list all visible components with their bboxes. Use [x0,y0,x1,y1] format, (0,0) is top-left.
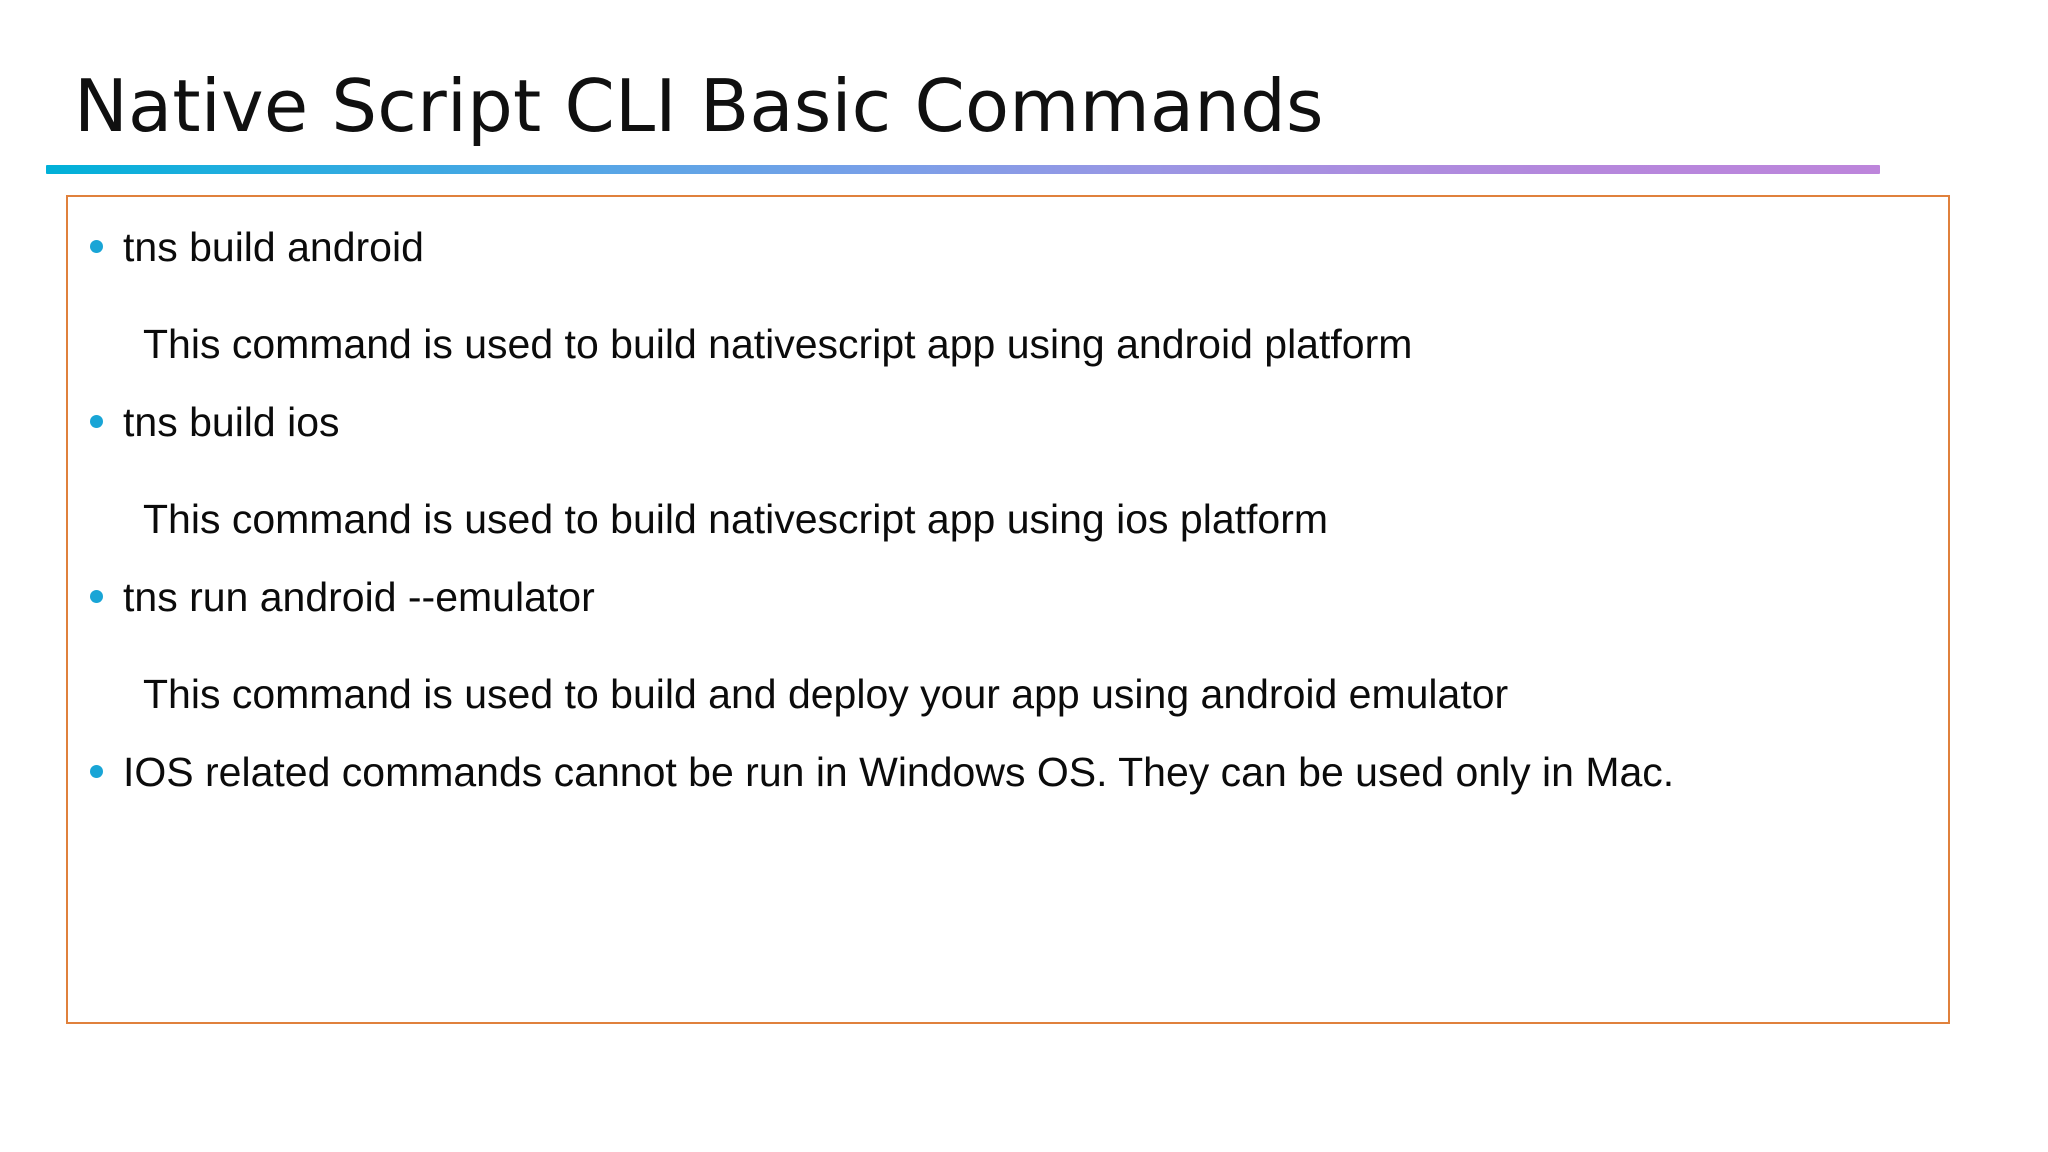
bullet-dot-icon [90,415,103,428]
list-item: This command is used to build and deploy… [68,668,1948,720]
command-text: tns run android --emulator [123,574,595,620]
list-item: IOS related commands cannot be run in Wi… [68,746,1948,798]
bullet-dot-icon [90,590,103,603]
list-item: tns run android --emulator [68,571,1948,623]
list-item: tns build android [68,221,1948,273]
bullet-dot-icon [90,240,103,253]
bullet-dot-icon [90,765,103,778]
command-description: This command is used to build and deploy… [143,671,1509,717]
command-text: tns build ios [123,399,340,445]
list-item: This command is used to build nativescri… [68,493,1948,545]
command-description: This command is used to build nativescri… [143,496,1329,542]
slide-title-block: Native Script CLI Basic Commands [46,58,1946,178]
page-title: Native Script CLI Basic Commands [74,64,1324,148]
content-container: tns build android This command is used t… [66,195,1950,1024]
command-note: IOS related commands cannot be run in Wi… [123,749,1675,795]
list-item: This command is used to build nativescri… [68,318,1948,370]
title-gradient-divider [46,165,1880,174]
list-item: tns build ios [68,396,1948,448]
command-text: tns build android [123,224,424,270]
command-list: tns build android This command is used t… [68,197,1948,798]
command-description: This command is used to build nativescri… [143,321,1413,367]
